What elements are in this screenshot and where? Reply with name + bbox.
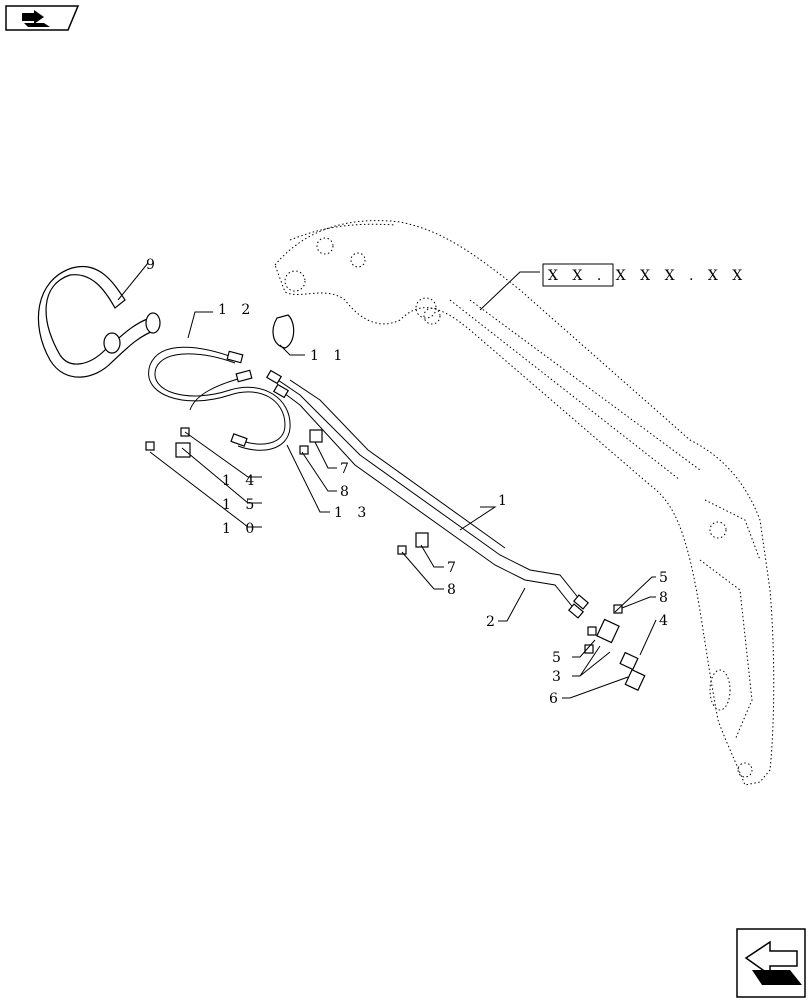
callout-15: 1 5 [222, 497, 259, 513]
callout-5b: 5 [552, 650, 566, 666]
boom-outline [274, 220, 775, 786]
hydraulic-hoses [148, 346, 291, 451]
leader-lines [117, 262, 657, 699]
callout-1: 1 [498, 493, 512, 509]
callout-8c: 8 [659, 590, 673, 606]
callout-12: 1 2 [218, 302, 255, 318]
callout-4: 4 [659, 613, 673, 629]
callout-8a: 8 [340, 484, 354, 500]
book-arrow-icon[interactable] [5, 5, 80, 31]
callout-11: 1 1 [310, 348, 347, 364]
callout-10: 1 0 [222, 521, 259, 537]
callout-2: 2 [486, 614, 500, 630]
reference-label-box[interactable]: X X . X X X . X X [542, 263, 747, 287]
callouts: 9 1 2 1 1 7 8 1 4 1 5 1 0 1 3 1 7 8 2 5 … [146, 257, 673, 707]
small-parts [145, 314, 646, 692]
next-page-arrow-icon[interactable] [736, 928, 806, 998]
callout-9: 9 [146, 257, 160, 273]
callout-6: 6 [549, 691, 563, 707]
callout-5a: 5 [659, 570, 673, 586]
callout-8b: 8 [447, 582, 461, 598]
hose-large [37, 265, 161, 378]
callout-3: 3 [552, 669, 566, 685]
reference-label: X X . X X X . X X [548, 268, 747, 284]
callout-7b: 7 [447, 560, 461, 576]
callout-7a: 7 [340, 461, 354, 477]
callout-13: 1 3 [334, 505, 371, 521]
tube-lines [265, 369, 590, 619]
callout-14: 1 4 [222, 473, 259, 489]
